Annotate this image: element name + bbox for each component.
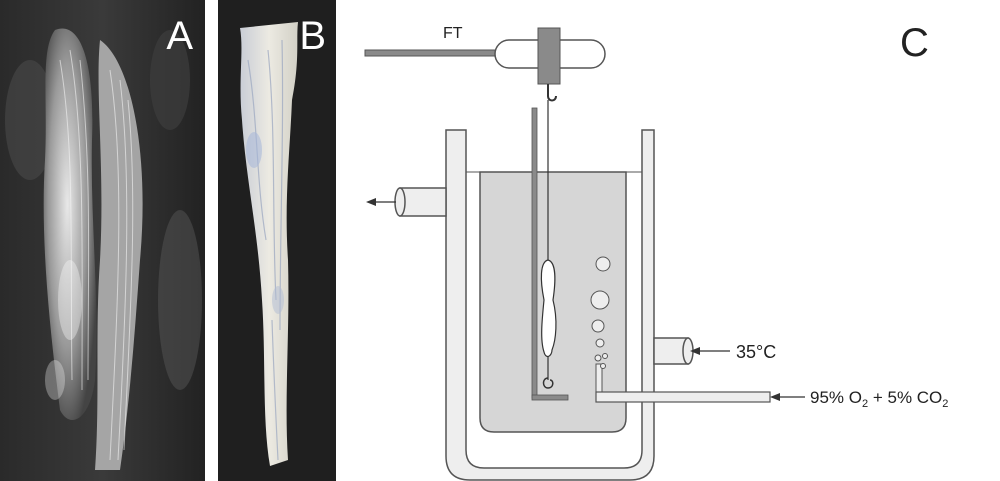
panel-label-b: B [299,14,326,58]
aeration-system: 95% O2 + 5% CO2 [590,256,948,410]
isolated-tissue-image [218,0,336,481]
tissue-strip [540,259,557,358]
temperature-label: 35°C [736,342,776,362]
bubble [595,256,611,272]
photo-panel-a: A [0,0,205,481]
gas-bubbles [590,256,611,369]
jacket-wall [445,129,655,481]
gas-tube-horizontal [595,391,771,403]
bubble [594,354,602,362]
panel-label-c: C [900,21,929,65]
panel-label-a: A [166,14,193,58]
tissue-holder [531,100,569,401]
gas-mixture-label: 95% O2 + 5% CO2 [810,388,948,410]
bubble [600,363,606,369]
organ-bath-diagram: FT 35°C 95% O2 + 5% CO2 [364,21,948,481]
arrow-left-icon [366,198,376,206]
transducer-clamp [537,27,561,85]
bubble [595,338,605,348]
transducer-arm [364,49,506,57]
force-transducer: FT [364,25,606,102]
holder-foot [531,394,569,401]
water-jacketed-bath: 35°C [366,129,776,481]
holder-rod [531,107,538,399]
photo-panel-b: B [218,0,336,481]
transducer-label: FT [443,25,463,42]
bubble [591,319,605,333]
bubble [590,290,610,310]
bottom-hook-icon [542,377,554,389]
hook-icon [547,84,557,102]
arrow-left-icon [690,347,700,355]
bubble [602,353,608,359]
outlet-port [399,187,447,217]
tissue-in-situ-image [0,0,205,481]
arrow-left-icon [770,393,780,401]
